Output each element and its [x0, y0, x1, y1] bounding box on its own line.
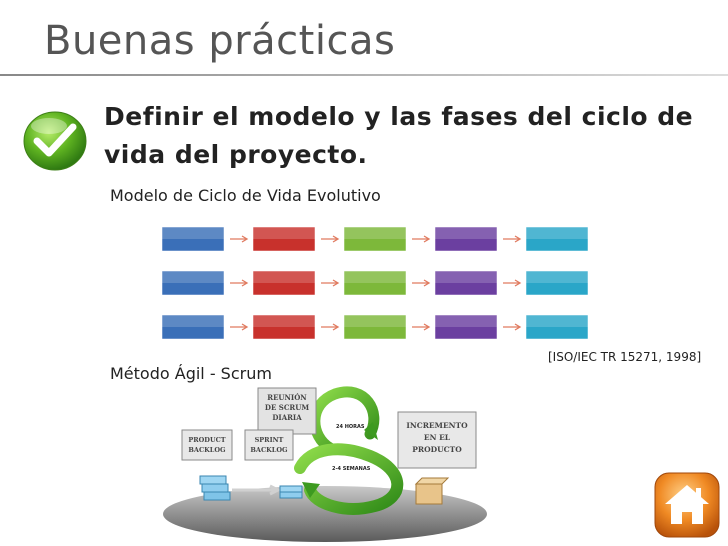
phase-box-highlight — [526, 271, 588, 283]
increment-product-box — [414, 477, 450, 505]
phase-box-highlight — [526, 227, 588, 239]
phase-box-highlight — [162, 315, 224, 327]
phase-box-highlight — [162, 271, 224, 283]
checkmark-icon — [23, 111, 87, 171]
phase-box — [252, 226, 316, 252]
phase-box — [343, 270, 407, 296]
svg-text:BACKLOG: BACKLOG — [250, 446, 288, 454]
phase-box — [252, 314, 316, 340]
sprint-cycle-arrow — [294, 386, 404, 515]
phase-box-highlight — [435, 227, 497, 239]
phase-box-highlight — [253, 315, 315, 327]
phase-arrow — [230, 323, 249, 331]
svg-text:DE SCRUM: DE SCRUM — [265, 403, 309, 412]
sprint-backlog-box: SPRINT BACKLOG — [244, 429, 294, 461]
phase-box-highlight — [435, 271, 497, 283]
phase-box-highlight — [526, 315, 588, 327]
phase-arrow — [503, 279, 522, 287]
scrum-diagram: REUNIÓN DE SCRUM DIARIA PRODUCT BACKLOG … — [163, 386, 487, 542]
subtitle-evolutivo: Modelo de Ciclo de Vida Evolutivo — [110, 186, 381, 205]
slide-title: Buenas prácticas — [44, 18, 396, 64]
phase-box-highlight — [344, 271, 406, 283]
phase-arrow — [321, 235, 340, 243]
increment-box: INCREMENTO EN EL PRODUCTO — [397, 411, 477, 469]
svg-text:EN EL: EN EL — [424, 433, 451, 442]
phase-box — [434, 270, 498, 296]
daily-meeting-box: REUNIÓN DE SCRUM DIARIA — [257, 387, 317, 435]
product-backlog-stack — [199, 475, 231, 501]
citation: [ISO/IEC TR 15271, 1998] — [548, 350, 702, 364]
svg-text:INCREMENTO: INCREMENTO — [406, 421, 468, 430]
svg-text:SPRINT: SPRINT — [255, 436, 284, 444]
phase-arrow — [503, 323, 522, 331]
phase-box — [434, 314, 498, 340]
sprint-backlog-stack — [279, 485, 303, 499]
phase-arrow — [503, 235, 522, 243]
phase-arrow — [412, 279, 431, 287]
phase-arrow — [321, 323, 340, 331]
svg-text:BACKLOG: BACKLOG — [188, 446, 226, 454]
phase-box-highlight — [162, 227, 224, 239]
phase-box — [161, 226, 225, 252]
phase-box — [343, 314, 407, 340]
phase-box — [525, 270, 589, 296]
product-backlog-box: PRODUCT BACKLOG — [181, 429, 233, 461]
phase-box-highlight — [253, 227, 315, 239]
subtitle-scrum: Método Ágil - Scrum — [110, 364, 272, 383]
phase-box — [343, 226, 407, 252]
phase-arrow — [321, 279, 340, 287]
scrum-platform — [163, 486, 487, 542]
phase-box-highlight — [435, 315, 497, 327]
flow-arrow-1 — [232, 484, 282, 496]
bullet-text: Definir el modelo y las fases del ciclo … — [104, 102, 694, 169]
phase-box-highlight — [344, 227, 406, 239]
hours-label: 24 HORAS — [336, 424, 365, 430]
phase-box — [252, 270, 316, 296]
phase-box — [161, 270, 225, 296]
svg-text:PRODUCTO: PRODUCTO — [412, 445, 462, 454]
phase-box-highlight — [344, 315, 406, 327]
phase-box — [161, 314, 225, 340]
home-icon[interactable] — [652, 470, 722, 540]
phase-box-highlight — [253, 271, 315, 283]
svg-text:REUNIÓN: REUNIÓN — [267, 393, 307, 402]
phase-arrow — [412, 323, 431, 331]
phase-arrow — [230, 279, 249, 287]
phase-arrow — [412, 235, 431, 243]
phase-box — [434, 226, 498, 252]
phase-box — [525, 314, 589, 340]
phase-arrow — [230, 235, 249, 243]
svg-text:DIARIA: DIARIA — [272, 413, 302, 422]
weeks-label: 2-4 SEMANAS — [332, 466, 371, 472]
phase-box — [525, 226, 589, 252]
svg-text:PRODUCT: PRODUCT — [188, 436, 225, 444]
evolutivo-diagram — [161, 226, 589, 340]
title-divider — [0, 74, 728, 76]
